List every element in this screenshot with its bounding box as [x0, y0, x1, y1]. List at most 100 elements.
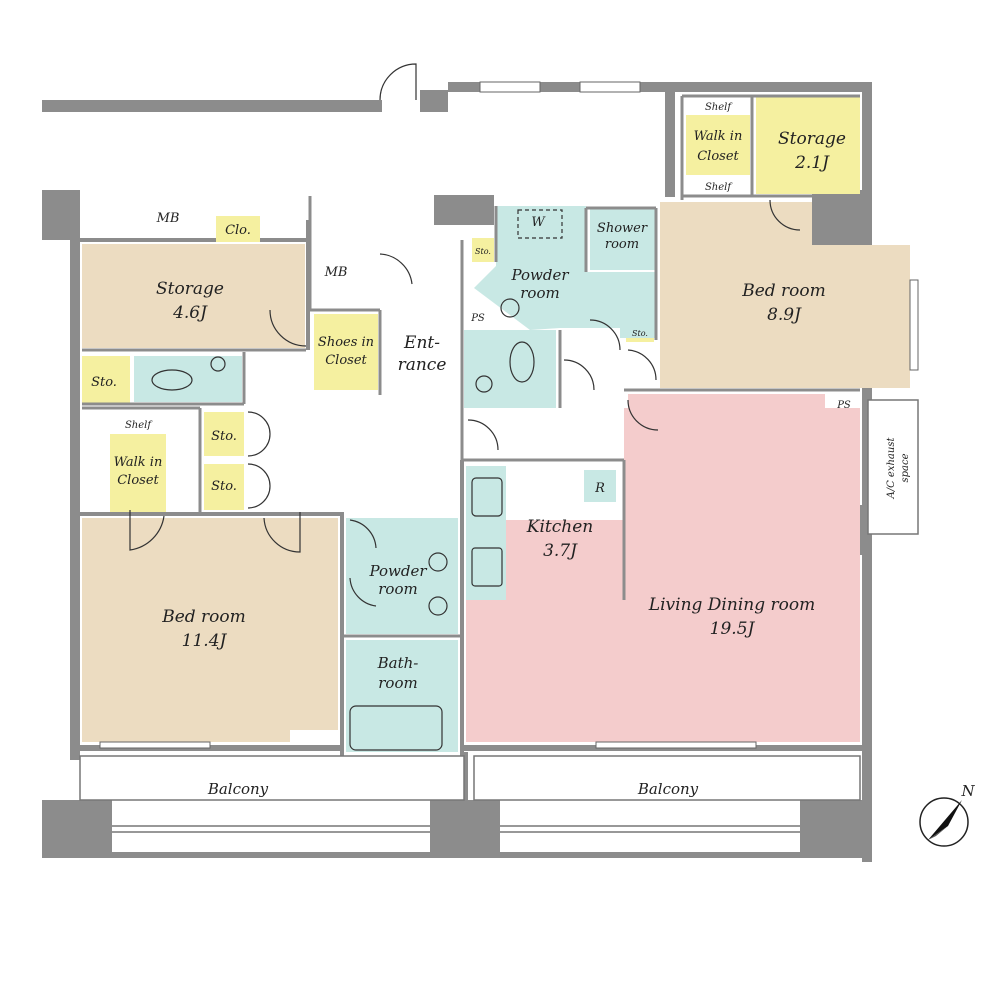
- sto-label-shower: Sto.: [632, 329, 648, 338]
- storage-west-name: Storage: [156, 279, 224, 299]
- fridge-label: R: [594, 481, 605, 496]
- storage-west-room: [82, 244, 305, 348]
- mb-label-1: MB: [156, 211, 180, 226]
- door-swing: [627, 349, 657, 381]
- wic-ne-line1: Walk in: [694, 129, 743, 144]
- ac-line1: A/C exhaust: [886, 437, 897, 500]
- shoes-closet-room: [314, 314, 378, 390]
- balcony-west-label: Balcony: [207, 780, 269, 798]
- shower-room-area: [590, 208, 656, 270]
- shelf-label-ne-top: Shelf: [705, 102, 733, 113]
- small-labels: MB MB Clo. Sto. Sto. Sto. Sto. Sto. Shel…: [91, 102, 911, 798]
- shower-line1: Shower: [597, 221, 648, 236]
- clo-label: Clo.: [225, 223, 251, 238]
- wic-west-line1: Walk in: [114, 455, 163, 470]
- storage-west-size: 4.6J: [172, 303, 208, 323]
- washer-label: W: [531, 215, 546, 230]
- bedroom-ne-name: Bed room: [741, 281, 826, 301]
- room-fills: [82, 96, 910, 752]
- sto-label-small: Sto.: [475, 247, 491, 256]
- bath-line2: room: [378, 674, 417, 692]
- washer-box: [517, 209, 563, 239]
- storage-ne-name: Storage: [778, 129, 846, 149]
- bath-room-area: [346, 640, 458, 752]
- door-swing: [247, 463, 271, 509]
- bath-line1: Bath-: [377, 654, 419, 672]
- shoes-closet-line1: Shoes in: [318, 335, 374, 350]
- door-swing: [563, 359, 595, 391]
- sink: [428, 552, 448, 572]
- door-swing: [263, 512, 301, 553]
- sto-label-2: Sto.: [211, 479, 237, 494]
- shelf-label-ne-bottom: Shelf: [705, 182, 733, 193]
- clo-room: [216, 216, 260, 242]
- wic-ne-room: [686, 115, 750, 175]
- windows: [99, 81, 919, 749]
- sto-small-room: [472, 238, 494, 262]
- ps-label-2: PS: [836, 400, 851, 411]
- balcony-east-label: Balcony: [637, 780, 699, 798]
- powder-south-line2: room: [378, 580, 417, 598]
- ps-label-1: PS: [470, 313, 485, 324]
- living-name: Living Dining room: [648, 595, 815, 615]
- powder-north-line1: Powder: [510, 266, 569, 284]
- powder-south-line1: Powder: [368, 562, 427, 580]
- interior-walls: [82, 94, 860, 638]
- door-swing: [349, 577, 377, 607]
- sto-1-room: [204, 412, 244, 456]
- bedroom-sw-size: 11.4J: [182, 631, 228, 651]
- wic-west-line2: Closet: [117, 473, 159, 488]
- sink: [500, 298, 520, 318]
- entrance-line2: rance: [398, 355, 447, 375]
- door-swing: [379, 63, 417, 101]
- fixtures: [129, 63, 801, 751]
- balconies: [79, 399, 919, 833]
- bedroom-ne-size: 8.9J: [767, 305, 802, 325]
- door-swing: [129, 510, 165, 551]
- sto-label-1: Sto.: [211, 429, 237, 444]
- toilet-north-room: [464, 330, 556, 408]
- shoes-closet-line2: Closet: [325, 353, 367, 368]
- compass: N: [919, 782, 975, 847]
- kitchen-sink: [471, 477, 503, 517]
- bedroom-sw-name: Bed room: [161, 607, 246, 627]
- powder-north-room: [474, 206, 656, 338]
- door-swing: [269, 309, 307, 347]
- door-swing: [379, 253, 413, 285]
- compass-north-label: N: [960, 782, 975, 800]
- toilet: [509, 341, 535, 383]
- door-swing: [627, 399, 659, 431]
- ac-exhaust-label: A/C exhaust space: [886, 437, 911, 500]
- door-swing: [467, 419, 499, 451]
- balcony-east: [473, 755, 861, 801]
- living-upper: [628, 394, 825, 742]
- sink: [475, 375, 493, 393]
- door-swing: [247, 411, 271, 457]
- entrance-line1: Ent-: [403, 333, 440, 353]
- kitchen-size: 3.7J: [543, 541, 578, 561]
- door-swing: [349, 519, 377, 549]
- wic-ne-line2: Closet: [697, 149, 739, 164]
- sink: [210, 356, 226, 372]
- bedroom-sw-room: [82, 518, 338, 742]
- shower-line2: room: [605, 237, 639, 252]
- sto-2-room: [204, 464, 244, 510]
- powder-north-line2: room: [520, 284, 559, 302]
- sink: [428, 596, 448, 616]
- shelf-label-west: Shelf: [125, 420, 153, 431]
- toilet-west-room: [134, 356, 242, 402]
- compass-arrow-icon: [928, 800, 962, 840]
- door-swing: [769, 199, 801, 231]
- kitchen-name: Kitchen: [526, 517, 593, 537]
- toilet: [151, 369, 193, 391]
- storage-ne-size: 2.1J: [794, 153, 830, 173]
- cooktop: [471, 547, 503, 587]
- balcony-west: [79, 755, 465, 801]
- wic-west-room: [110, 434, 166, 512]
- living-size: 19.5J: [710, 619, 756, 639]
- kitchen-counter: [466, 466, 506, 600]
- bathtub: [349, 705, 443, 751]
- sto-label-west: Sto.: [91, 375, 117, 390]
- sto-west-room: [82, 356, 130, 404]
